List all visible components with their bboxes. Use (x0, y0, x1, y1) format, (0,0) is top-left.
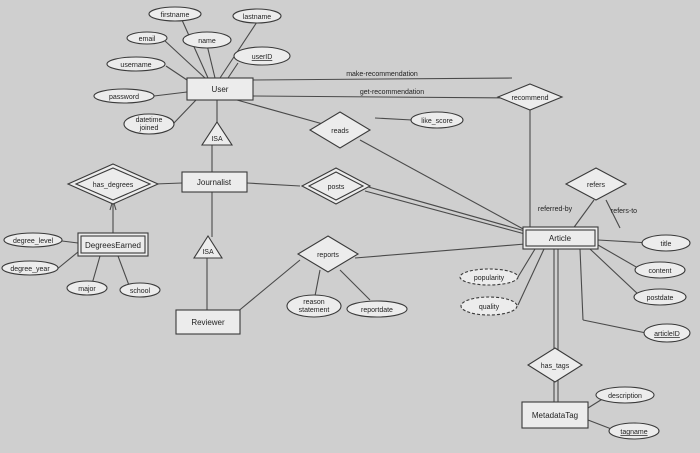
svg-text:tagname: tagname (620, 429, 647, 436)
attribute-articleid: articleID (643, 323, 691, 343)
isa-triangles: ISA ISA (192, 120, 234, 259)
svg-text:reportdate: reportdate (361, 307, 393, 314)
attributes: firstname lastname email name userID use… (1, 6, 691, 440)
svg-text:recommend: recommend (512, 95, 549, 102)
attribute-like-score: like_score (410, 111, 464, 129)
attribute-datetime-joined: datetime joined (123, 113, 175, 135)
svg-text:lastname: lastname (243, 14, 272, 21)
svg-text:reads: reads (331, 128, 349, 135)
entity-metadata-tag: MetadataTag (521, 401, 589, 429)
attribute-reason-statement: reason statement (286, 294, 342, 318)
make-recommendation-label: make-recommendation (346, 71, 418, 78)
svg-text:degree_level: degree_level (13, 238, 54, 245)
svg-text:title: title (661, 241, 672, 248)
relationship-has-tags: has_tags (526, 347, 584, 383)
attribute-school: school (119, 282, 161, 298)
attribute-major: major (66, 280, 108, 296)
svg-text:Reviewer: Reviewer (191, 318, 225, 327)
svg-text:name: name (198, 38, 216, 45)
svg-text:school: school (130, 288, 151, 295)
attribute-degree-level: degree_level (3, 232, 63, 248)
relationship-reports: reports (296, 235, 360, 273)
svg-text:postdate: postdate (647, 295, 674, 302)
connector-lines (55, 19, 651, 431)
attribute-title: title (641, 234, 691, 252)
attribute-postdate: postdate (633, 288, 687, 306)
refers-to-label: refers-to (611, 208, 637, 215)
svg-text:articleID: articleID (654, 331, 680, 338)
svg-text:Journalist: Journalist (197, 178, 232, 187)
svg-text:degree_year: degree_year (10, 266, 50, 273)
svg-text:ISA: ISA (202, 249, 214, 256)
svg-text:firstname: firstname (161, 12, 190, 19)
entity-user: User (186, 77, 254, 101)
attribute-username: username (106, 56, 166, 72)
attribute-description: description (595, 386, 655, 404)
svg-text:ISA: ISA (211, 136, 223, 143)
get-recommendation-label: get-recommendation (360, 89, 424, 96)
svg-text:has_degrees: has_degrees (93, 182, 134, 189)
referred-by-label: referred-by (538, 206, 573, 213)
attribute-name: name (182, 31, 232, 49)
entity-degrees-earned: DegreesEarned (77, 232, 149, 257)
attribute-userid: userID (233, 46, 291, 66)
isa-bottom: ISA (192, 234, 224, 259)
edge-labels: make-recommendation get-recommendation r… (346, 71, 637, 215)
svg-text:popularity: popularity (474, 275, 505, 282)
svg-text:datetime: datetime (136, 117, 163, 124)
entity-journalist: Journalist (181, 171, 248, 193)
svg-text:User: User (212, 85, 229, 94)
svg-text:description: description (608, 393, 642, 400)
attribute-password: password (93, 88, 155, 104)
attribute-degree-year: degree_year (1, 260, 59, 276)
svg-text:has_tags: has_tags (541, 363, 570, 370)
attribute-content: content (634, 261, 686, 279)
relationships: recommend reads posts has_degrees report… (66, 83, 628, 383)
svg-text:email: email (139, 36, 156, 43)
svg-text:refers: refers (587, 182, 605, 189)
attribute-reportdate: reportdate (346, 300, 408, 318)
svg-text:username: username (120, 62, 151, 69)
svg-text:reason: reason (303, 299, 325, 306)
svg-text:Article: Article (549, 234, 572, 243)
entity-reviewer: Reviewer (175, 309, 241, 335)
svg-text:DegreesEarned: DegreesEarned (85, 241, 141, 250)
isa-top: ISA (200, 120, 234, 146)
attribute-email: email (126, 31, 168, 45)
svg-text:reports: reports (317, 252, 339, 259)
attribute-quality: quality (460, 296, 518, 316)
relationship-has-degrees: has_degrees (66, 163, 160, 205)
attribute-tagname: tagname (608, 422, 660, 440)
relationship-refers: refers (564, 167, 628, 201)
relationship-reads: reads (308, 111, 372, 149)
attribute-firstname: firstname (148, 6, 202, 22)
attribute-popularity: popularity (459, 268, 519, 286)
entities: User Journalist DegreesEarned Reviewer A… (77, 77, 599, 429)
svg-text:quality: quality (479, 304, 500, 311)
attribute-lastname: lastname (232, 8, 282, 24)
svg-text:userID: userID (252, 54, 273, 61)
svg-text:MetadataTag: MetadataTag (532, 411, 578, 420)
entity-article: Article (522, 226, 599, 250)
svg-text:password: password (109, 94, 139, 101)
svg-text:like_score: like_score (421, 118, 453, 125)
svg-text:posts: posts (328, 184, 345, 191)
svg-text:content: content (649, 268, 672, 275)
relationship-posts: posts (300, 167, 372, 205)
svg-text:statement: statement (299, 307, 330, 314)
svg-text:major: major (78, 286, 96, 293)
relationship-recommend: recommend (496, 83, 564, 111)
svg-text:joined: joined (139, 125, 159, 132)
